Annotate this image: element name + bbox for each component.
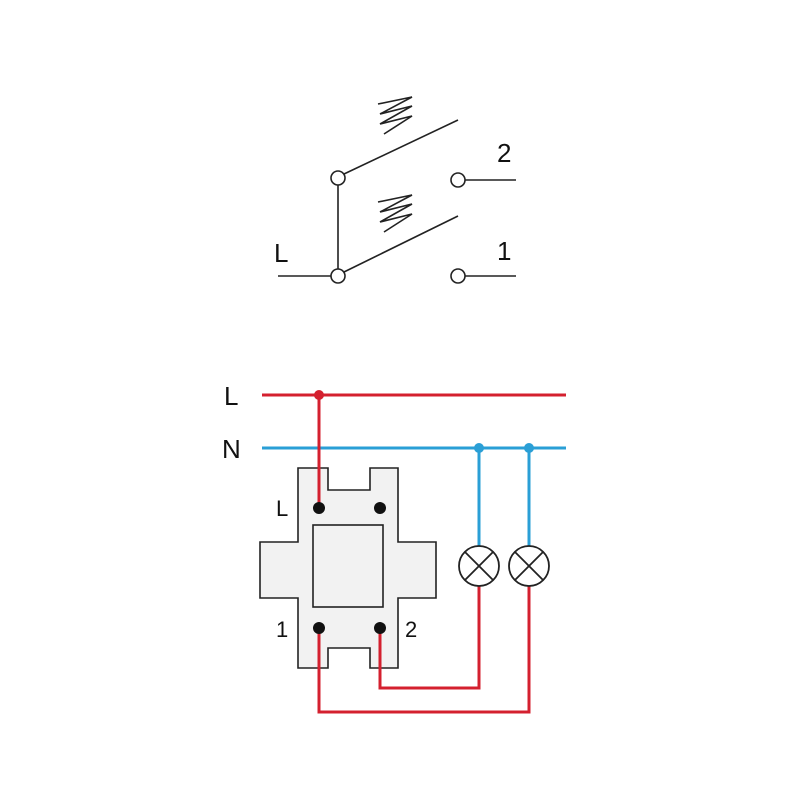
switch-device [259,467,437,669]
switch-schematic [278,96,516,284]
output-1-wire [317,586,531,714]
switch-center-square [312,524,384,608]
terminal-label-2: 2 [405,617,417,642]
bus-label-neutral: N [222,434,241,464]
lamp-2 [508,545,550,587]
schematic-upper-spring [377,96,413,135]
schematic-upper-pivot [330,170,346,186]
schematic-label-out2: 2 [497,138,511,168]
terminal-2 [374,622,386,634]
neutral-junction-2 [524,443,534,453]
live-junction [314,390,324,400]
output-2-wire [378,586,481,690]
schematic-contact-1 [450,268,466,284]
terminal-live [313,502,325,514]
schematic-label-live: L [274,238,288,268]
bus-label-live: L [224,381,238,411]
terminal-label-live: L [276,496,288,521]
schematic-upper-blade [343,119,459,175]
schematic-lower-blade [343,215,459,273]
terminal-1 [313,622,325,634]
schematic-lower-pivot [330,268,346,284]
schematic-contact-2 [450,172,466,188]
neutral-junction-1 [474,443,484,453]
terminal-label-1: 1 [276,617,288,642]
lamp-2-cross-b [514,551,544,581]
lamp-1-cross-b [464,551,494,581]
schematic-lower-spring [377,194,413,233]
terminal-unused [374,502,386,514]
lamp-1 [458,545,500,587]
schematic-label-out1: 1 [497,236,511,266]
